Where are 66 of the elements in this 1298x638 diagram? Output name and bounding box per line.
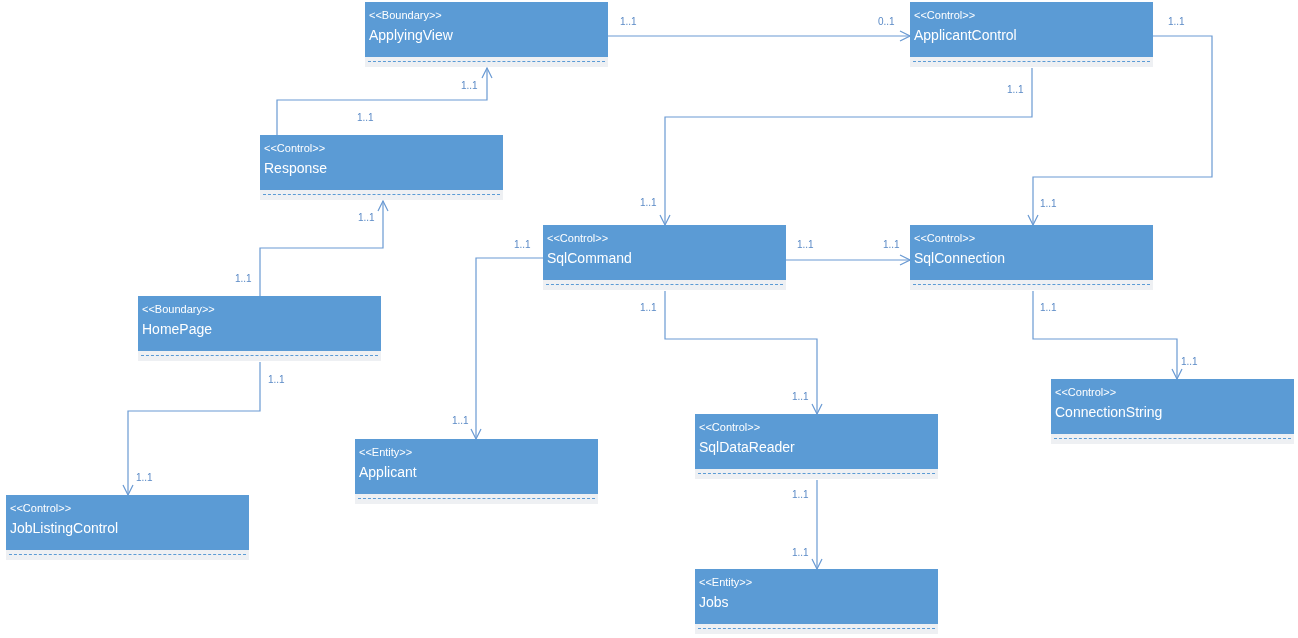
multiplicity-label: 1..1 <box>452 415 469 427</box>
stereotype-label: <<Entity>> <box>699 575 753 589</box>
association-arrow <box>785 254 911 266</box>
association-arrow <box>1027 35 1213 226</box>
association-arrow <box>1032 290 1183 380</box>
stereotype-label: <<Control>> <box>264 141 326 155</box>
multiplicity-label: 1..1 <box>883 239 900 251</box>
multiplicity-label: 1..1 <box>1168 16 1185 28</box>
stereotype-label: <<Boundary>> <box>142 302 215 316</box>
class-name: ApplicantControl <box>914 26 1017 44</box>
class-name: Applicant <box>359 463 417 481</box>
stereotype-label: <<Control>> <box>10 501 72 515</box>
multiplicity-label: 1..1 <box>1040 302 1057 314</box>
class-box <box>355 439 598 504</box>
association-arrow <box>607 30 911 42</box>
class-name: Response <box>264 159 328 177</box>
class-box <box>910 225 1153 290</box>
class-box <box>138 296 381 361</box>
association-arrow <box>470 257 544 440</box>
class-name: SqlDataReader <box>699 438 795 456</box>
multiplicity-label: 1..1 <box>797 239 814 251</box>
multiplicity-label: 1..1 <box>640 302 657 314</box>
association-arrow <box>122 361 261 496</box>
multiplicity-label: 1..1 <box>461 80 478 92</box>
stereotype-label: <<Control>> <box>1055 385 1117 399</box>
multiplicity-label: 1..1 <box>358 212 375 224</box>
class-box <box>365 2 608 67</box>
stereotype-label: <<Boundary>> <box>369 8 442 22</box>
association-arrow <box>259 200 389 297</box>
class-name: Jobs <box>699 593 729 611</box>
multiplicity-label: 1..1 <box>640 197 657 209</box>
association-arrow <box>664 290 823 415</box>
multiplicity-label: 1..1 <box>268 374 285 386</box>
multiplicity-label: 0..1 <box>878 16 895 28</box>
multiplicity-label: 1..1 <box>792 547 809 559</box>
multiplicity-label: 1..1 <box>1040 198 1057 210</box>
class-name: ApplyingView <box>369 26 453 44</box>
stereotype-label: <<Control>> <box>914 231 976 245</box>
multiplicity-label: 1..1 <box>1007 84 1024 96</box>
class-name: SqlConnection <box>914 249 1006 267</box>
class-box <box>695 569 938 634</box>
association-arrow <box>276 67 493 136</box>
class-name: SqlCommand <box>547 249 632 267</box>
class-box <box>910 2 1153 67</box>
class-box <box>543 225 786 290</box>
stereotype-label: <<Control>> <box>547 231 609 245</box>
stereotype-label: <<Control>> <box>914 8 976 22</box>
multiplicity-label: 1..1 <box>357 112 374 124</box>
class-box <box>6 495 249 560</box>
class-box <box>1051 379 1294 444</box>
multiplicity-label: 1..1 <box>792 489 809 501</box>
class-box <box>695 414 938 479</box>
stereotype-label: <<Entity>> <box>359 445 413 459</box>
multiplicity-label: 1..1 <box>235 273 252 285</box>
class-name: ConnectionString <box>1055 403 1163 421</box>
class-name: JobListingControl <box>10 519 119 537</box>
stereotype-label: <<Control>> <box>699 420 761 434</box>
multiplicity-label: 1..1 <box>620 16 637 28</box>
association-arrow <box>659 67 1033 226</box>
multiplicity-label: 1..1 <box>792 391 809 403</box>
class-name: HomePage <box>142 320 213 338</box>
class-box <box>260 135 503 200</box>
multiplicity-label: 1..1 <box>514 239 531 251</box>
association-arrow <box>811 479 823 570</box>
multiplicity-label: 1..1 <box>136 472 153 484</box>
multiplicity-label: 1..1 <box>1181 356 1198 368</box>
